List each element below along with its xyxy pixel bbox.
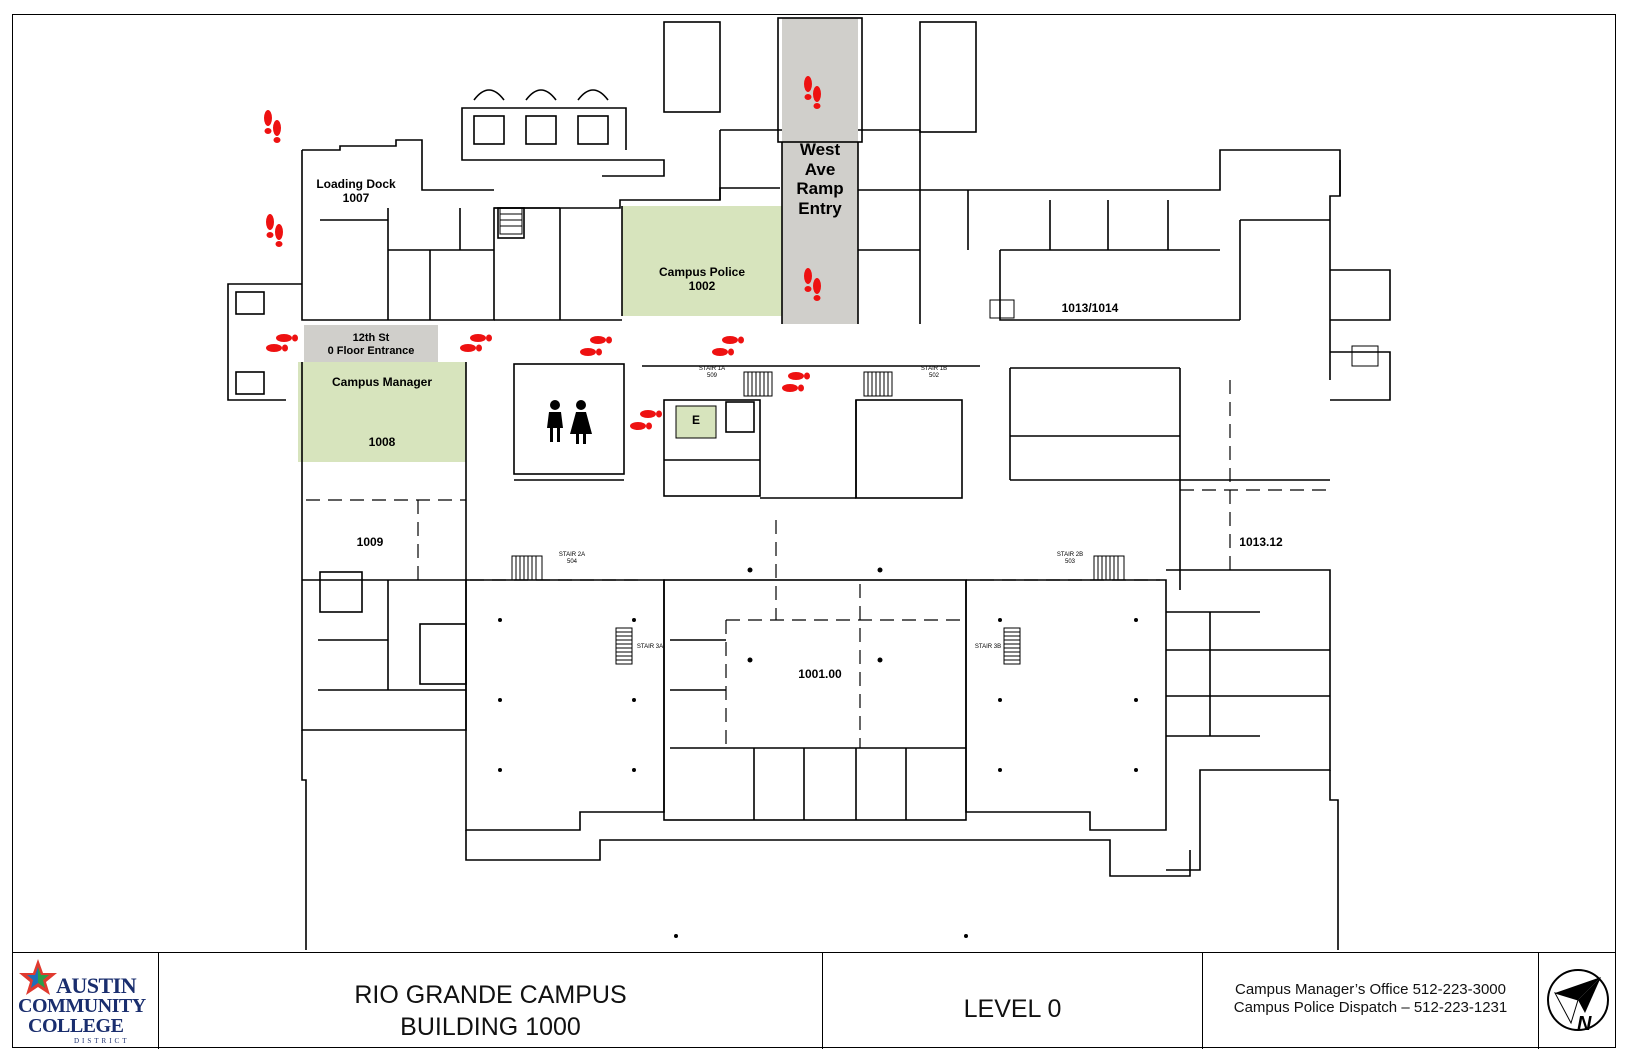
elevator-highlight bbox=[675, 405, 717, 439]
campus-manager-label: Campus Manager bbox=[331, 375, 433, 389]
room-1001-label: 1001.00 bbox=[798, 667, 842, 681]
stair-3a-label: STAIR 3A bbox=[636, 644, 664, 650]
columns bbox=[498, 567, 1138, 938]
stairs bbox=[499, 207, 1379, 665]
level-label: LEVEL 0 bbox=[963, 995, 1062, 1023]
restroom-icon bbox=[547, 400, 592, 444]
logo-cell: AUSTIN COMMUNITY COLLEGE DISTRICT bbox=[12, 953, 158, 1049]
north-label: N bbox=[1577, 1013, 1592, 1035]
campus-manager-number: 1008 bbox=[368, 435, 396, 449]
elevator-label: E bbox=[691, 413, 700, 427]
map-border bbox=[12, 14, 1616, 1048]
logo-word-4: DISTRICT bbox=[74, 1037, 130, 1045]
entrance-12th-highlight bbox=[304, 325, 438, 363]
logo-word-1: AUSTIN bbox=[56, 973, 137, 998]
level-cell: LEVEL 0 bbox=[822, 953, 1202, 1049]
room-1013-1014-label: 1013/1014 bbox=[1061, 301, 1119, 315]
manager-phone: Campus Manager’s Office 512-223-3000 bbox=[1235, 981, 1506, 998]
logo-word-3: COLLEGE bbox=[28, 1015, 124, 1037]
acc-logo-star-icon bbox=[19, 959, 57, 995]
stair-3b-label: STAIR 3B bbox=[974, 644, 1002, 650]
building-name: BUILDING 1000 bbox=[400, 1013, 581, 1041]
room-1013-12-label: 1013.12 bbox=[1239, 535, 1283, 549]
room-1009-label: 1009 bbox=[356, 535, 384, 549]
north-arrow-cell: N bbox=[1538, 953, 1616, 1049]
footprints-icon bbox=[264, 76, 821, 430]
logo-word-2: COMMUNITY bbox=[18, 995, 146, 1017]
campus-police-highlight bbox=[622, 206, 782, 316]
building-walls bbox=[227, 17, 1391, 950]
campus-title-cell: RIO GRANDE CAMPUS BUILDING 1000 bbox=[158, 953, 822, 1049]
title-block: AUSTIN COMMUNITY COLLEGE DISTRICT RIO GR… bbox=[12, 952, 1616, 1049]
police-phone: Campus Police Dispatch – 512-223-1231 bbox=[1233, 999, 1508, 1016]
campus-name: RIO GRANDE CAMPUS bbox=[354, 981, 627, 1009]
west-ave-ramp-highlight bbox=[782, 18, 858, 324]
north-arrow-icon bbox=[1547, 969, 1609, 1031]
dashed-partitions bbox=[306, 380, 1330, 748]
campus-manager-highlight bbox=[298, 362, 466, 462]
contact-cell: Campus Manager’s Office 512-223-3000 Cam… bbox=[1202, 953, 1538, 1049]
